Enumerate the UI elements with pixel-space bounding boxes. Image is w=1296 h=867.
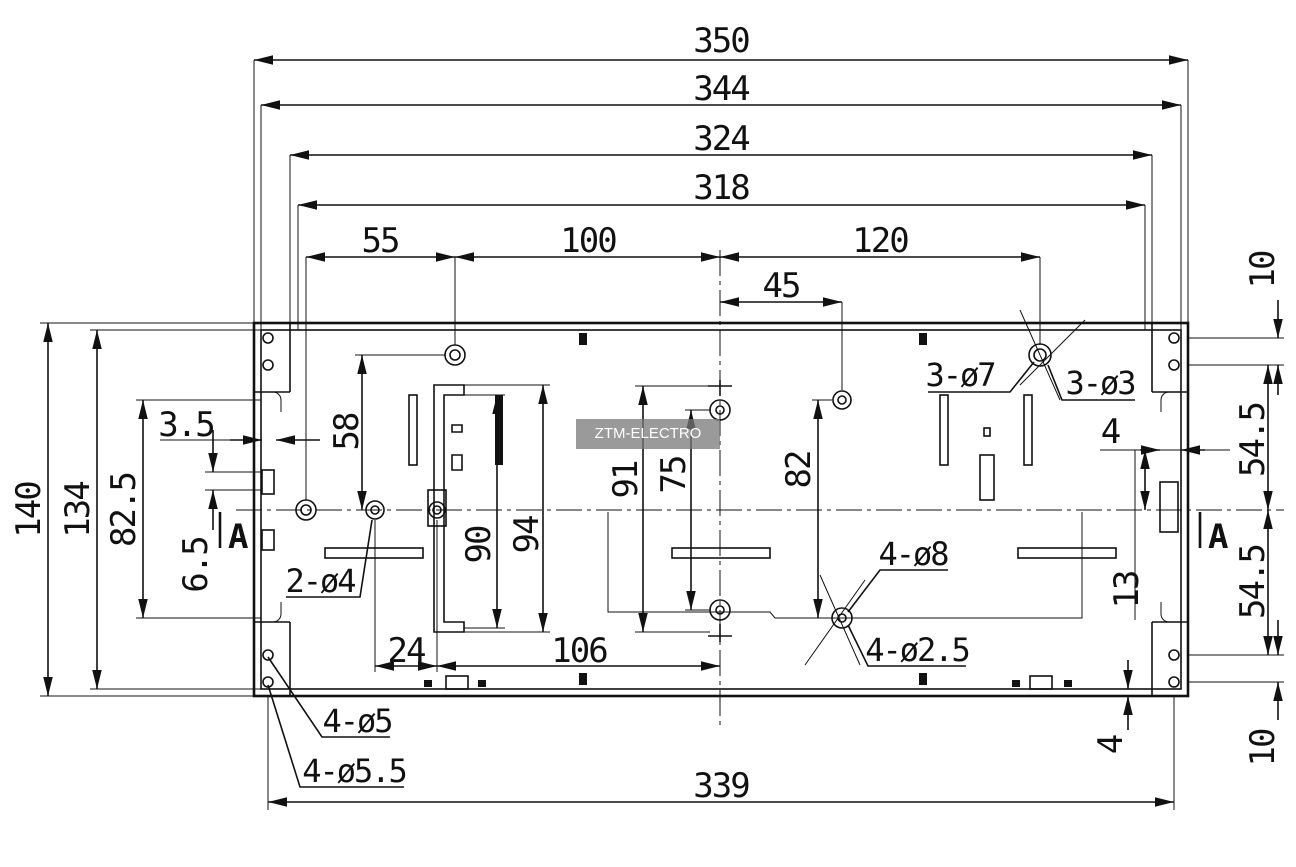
dim-134: 134 bbox=[58, 482, 98, 538]
dim-318: 318 bbox=[693, 168, 749, 208]
dim-10-top: 10 bbox=[1243, 251, 1283, 288]
dim-106: 106 bbox=[551, 631, 607, 671]
dim-6-5: 6.5 bbox=[176, 537, 216, 592]
dim-82: 82 bbox=[779, 452, 819, 489]
dim-120: 120 bbox=[852, 221, 908, 261]
dim-3-5: 3.5 bbox=[158, 405, 213, 445]
dim-350: 350 bbox=[693, 21, 749, 61]
section-mark-right: A bbox=[1208, 517, 1228, 557]
dim-10-bottom: 10 bbox=[1243, 729, 1283, 766]
left-dimensions bbox=[40, 322, 1175, 810]
dim-58: 58 bbox=[327, 413, 367, 450]
dim-140: 140 bbox=[9, 482, 49, 538]
right-dimensions bbox=[1100, 300, 1284, 730]
dim-4-bottom: 4 bbox=[1091, 735, 1131, 754]
dim-344: 344 bbox=[693, 69, 749, 109]
dim-94: 94 bbox=[507, 516, 547, 553]
dim-75: 75 bbox=[654, 457, 694, 494]
dim-24: 24 bbox=[388, 631, 425, 671]
callout-2-dia4: 2-ø4 bbox=[285, 562, 355, 600]
dim-82-5: 82.5 bbox=[104, 473, 144, 547]
dim-324: 324 bbox=[693, 119, 749, 159]
dim-100: 100 bbox=[560, 221, 616, 261]
callout-3-dia7: 3-ø7 bbox=[925, 356, 994, 394]
center-lines bbox=[236, 250, 1284, 730]
callout-4-dia8: 4-ø8 bbox=[878, 535, 948, 573]
dim-13: 13 bbox=[1107, 572, 1147, 609]
section-mark-left: A bbox=[228, 517, 248, 557]
corner-holes bbox=[262, 332, 1180, 688]
dim-54-5-bottom: 54.5 bbox=[1233, 545, 1273, 619]
enclosure-body bbox=[252, 321, 1190, 698]
callout-4-dia2-5: 4-ø2.5 bbox=[865, 631, 969, 669]
dim-55: 55 bbox=[362, 221, 399, 261]
dim-91: 91 bbox=[606, 461, 646, 498]
dim-45: 45 bbox=[763, 266, 800, 306]
callout-3-dia3: 3-ø3 bbox=[1065, 364, 1134, 402]
watermark-label: ZTM-ELECTRO bbox=[576, 419, 720, 449]
top-dimensions bbox=[253, 55, 1189, 500]
dim-4-right: 4 bbox=[1101, 412, 1120, 452]
dim-54-5-top: 54.5 bbox=[1233, 403, 1273, 477]
callout-4-dia5-5: 4-ø5.5 bbox=[302, 752, 406, 790]
dim-339: 339 bbox=[693, 766, 749, 806]
callout-4-dia5: 4-ø5 bbox=[322, 702, 391, 740]
callout-leaders bbox=[267, 361, 1135, 788]
dim-90: 90 bbox=[459, 526, 499, 563]
section-markers bbox=[218, 512, 1202, 548]
